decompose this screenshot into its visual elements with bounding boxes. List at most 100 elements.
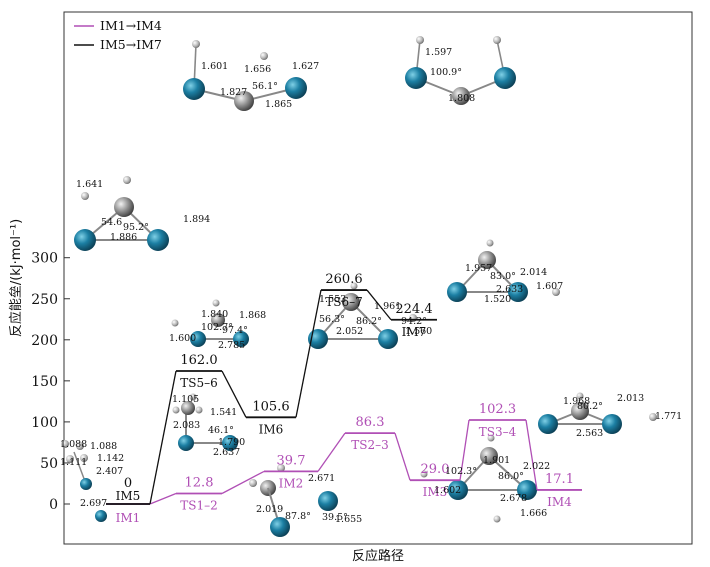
connector-im6 — [295, 289, 322, 418]
annotation-im2-6: 2.637 — [213, 447, 240, 458]
legend-label-im1-im4: IM1→IM4 — [100, 18, 162, 33]
annotation-im3-6: 2.678 — [500, 493, 527, 504]
y-tick-label-200: 200 — [31, 333, 58, 349]
annotation-im1-5: 2.407 — [96, 466, 123, 477]
annotation-im1-6: 2.697 — [80, 498, 107, 509]
annotation-im6-1: 1.840 — [201, 309, 228, 320]
annotation-ts1-2-4: 39.5° — [322, 512, 348, 523]
annotation-im6-2: 1.868 — [239, 310, 266, 321]
annotation-ts2-3-3: 56.3° — [319, 314, 345, 325]
series-im1-im4: IM112.8TS1–239.7IM286.3TS2–329.0IM3102.3… — [106, 402, 582, 525]
annotation-ts3-4-6: 1.520 — [484, 294, 511, 305]
y-tick-label-0: 0 — [49, 497, 58, 513]
level-name-ts3-4: TS3–4 — [479, 425, 517, 439]
molecule-ts6-7 — [405, 36, 516, 105]
y-axis-title: 反应能垒/(kJ·mol⁻¹) — [8, 219, 24, 337]
annotation-im3-4: 2.022 — [523, 461, 550, 472]
annotation-im1-1: 1.088 — [60, 439, 87, 450]
annotation-ts6-7-3: 1.808 — [448, 93, 475, 104]
level-name-ts2-3: TS2–3 — [351, 438, 389, 452]
connector-im5 — [149, 370, 177, 505]
connector-ts3-4 — [525, 419, 538, 491]
level-value-im2: 39.7 — [277, 453, 306, 468]
annotation-im1-4: 1.142 — [97, 453, 124, 464]
annotation-ts5-6-6: 1.865 — [265, 99, 292, 110]
connector-im2 — [317, 432, 346, 472]
annotation-ts2-3-7: 1.560 — [405, 326, 432, 337]
level-name-im2: IM2 — [279, 476, 304, 490]
annotation-ts2-3-1: 1.553 — [319, 294, 346, 305]
level-name-ts1-2: TS1–2 — [180, 498, 218, 512]
annotation-im4-5: 2.563 — [576, 428, 603, 439]
annotation-ts2-3-4: 86.2° — [356, 316, 382, 327]
level-value-im7: 224.4 — [395, 302, 432, 317]
annotation-im4-4: 1.771 — [655, 411, 682, 422]
level-value-ts1-2: 12.8 — [185, 475, 214, 490]
y-tick-label-50: 50 — [40, 456, 58, 472]
annotation-ts6-7-2: 100.9° — [430, 67, 462, 78]
annotation-ts3-4-4: 2.633 — [496, 284, 523, 295]
level-name-im4: IM4 — [547, 495, 572, 509]
level-value-ts3-4: 102.3 — [479, 402, 516, 417]
annotation-im1-2: 1.088 — [90, 441, 117, 452]
molecule-im2 — [172, 393, 238, 451]
connector-im3 — [459, 419, 470, 481]
connector-ts5-6 — [221, 370, 247, 418]
annotation-ts2-3-6: 2.052 — [336, 326, 363, 337]
annotation-im5-3: 95.2° — [123, 222, 149, 233]
annotation-ts3-4-5: 1.607 — [536, 281, 563, 292]
annotation-ts2-3-2: 1.961 — [374, 301, 401, 312]
legend: IM1→IM4 IM5→IM7 — [74, 18, 162, 52]
legend-label-im5-im7: IM5→IM7 — [100, 37, 162, 52]
annotation-ts1-2-2: 87.8° — [285, 511, 311, 522]
level-value-im5: 0 — [124, 476, 132, 491]
level-name-im7: IM7 — [402, 325, 427, 339]
level-name-im3: IM3 — [423, 485, 448, 499]
annotation-im3-7: 1.666 — [520, 508, 547, 519]
level-name-im1: IM1 — [116, 511, 141, 525]
connector-ts2-3 — [394, 432, 411, 481]
molecule-im3 — [420, 434, 537, 523]
connector-im1 — [149, 492, 177, 505]
annotation-im2-1: 1.105 — [172, 394, 199, 405]
annotation-ts3-4-3: 2.014 — [520, 267, 547, 278]
annotation-ts5-6-5: 1.827 — [220, 87, 247, 98]
level-name-im5: IM5 — [116, 489, 141, 503]
annotation-im5-5: 1.894 — [183, 214, 210, 225]
annotation-ts1-2-3: 2.671 — [308, 473, 335, 484]
annotation-ts5-6-3: 1.627 — [292, 61, 319, 72]
annotation-im1-3: 1.111 — [60, 457, 87, 468]
plot-frame — [63, 11, 693, 545]
annotation-im6-3: 102.7° — [201, 322, 233, 333]
annotations-ts6-7: 1.597 100.9° 1.808 — [425, 47, 475, 104]
annotation-im3-1: 1.901 — [483, 455, 510, 466]
molecule-im5 — [74, 176, 169, 251]
y-tick-label-250: 250 — [31, 292, 58, 308]
y-tick-label-150: 150 — [31, 374, 58, 390]
annotation-im3-3: 86.0° — [498, 471, 524, 482]
molecule-ts1-2 — [249, 464, 338, 537]
annotation-im4-3: 2.013 — [617, 393, 644, 404]
annotation-ts3-4-2: 83.0° — [490, 271, 516, 282]
annotation-ts5-6-1: 1.601 — [201, 61, 228, 72]
level-name-ts5-6: TS5–6 — [180, 376, 218, 390]
annotation-ts6-7-1: 1.597 — [425, 47, 452, 58]
molecule-ts3-4 — [447, 239, 560, 302]
level-name-ts6-7: TS6–7 — [325, 295, 363, 309]
level-value-ts2-3: 86.3 — [356, 415, 385, 430]
annotation-ts3-4-1: 1.957 — [465, 263, 492, 274]
level-value-im4: 17.1 — [545, 472, 574, 487]
annotation-im3-5: 1.602 — [434, 485, 461, 496]
annotation-im4-2: 80.2° — [577, 401, 603, 412]
annotation-im4-1: 1.968 — [563, 396, 590, 407]
